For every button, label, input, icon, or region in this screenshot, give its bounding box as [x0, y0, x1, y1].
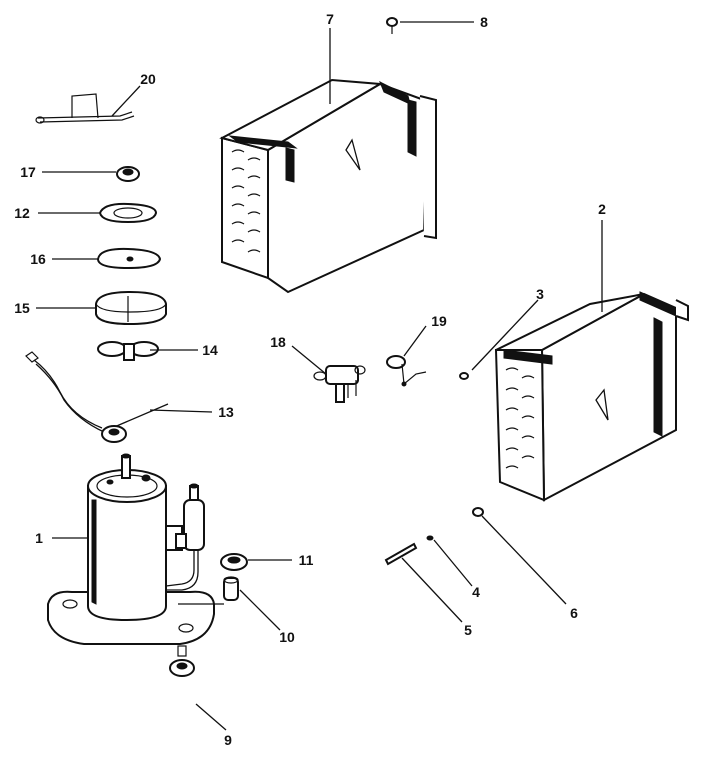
- callout-labels: 1 2 3 4 5 6 7 8 9 10 11 12 13 14 15 16 1…: [14, 11, 606, 748]
- leader-19: [403, 325, 427, 357]
- part-2-evaporator-coil: [494, 291, 689, 502]
- part-17-nut: [116, 166, 140, 182]
- leader-4: [433, 539, 473, 587]
- leader-9: [195, 703, 227, 731]
- part-15-insulation-blanket: [95, 290, 167, 326]
- part-1-compressor: [47, 453, 215, 645]
- part-6-screw: [472, 507, 484, 517]
- callout-18: 18: [270, 334, 286, 350]
- callout-9: 9: [224, 732, 232, 748]
- callout-3: 3: [536, 286, 544, 302]
- callout-20: 20: [140, 71, 156, 87]
- callout-5: 5: [464, 622, 472, 638]
- part-14-bracket: [97, 341, 159, 361]
- part-20-tube-clip: [35, 93, 135, 124]
- part-8-screw: [386, 17, 398, 34]
- part-13-overload-harness: [25, 351, 169, 443]
- callout-15: 15: [14, 300, 30, 316]
- callout-8: 8: [480, 14, 488, 30]
- part-16-cap: [96, 247, 162, 270]
- part-12-washer: [98, 202, 158, 224]
- callout-12: 12: [14, 205, 30, 221]
- callout-7: 7: [326, 11, 334, 27]
- callout-11: 11: [299, 552, 314, 568]
- leader-lines: [36, 21, 603, 731]
- callout-13: 13: [218, 404, 234, 420]
- part-19-thermistor: [386, 355, 427, 387]
- part-11-nut: [220, 553, 248, 571]
- leader-10: [239, 589, 281, 631]
- part-5-rod: [384, 542, 418, 566]
- part-4-pin: [426, 535, 434, 541]
- callout-19: 19: [431, 313, 447, 329]
- leader-3: [471, 299, 539, 371]
- callout-16: 16: [30, 251, 46, 267]
- part-10-sleeve: [223, 576, 239, 601]
- leader-20: [111, 85, 141, 117]
- leader-5: [401, 557, 463, 623]
- part-9-grommet: [169, 645, 195, 677]
- callout-10: 10: [279, 629, 295, 645]
- leader-18: [291, 345, 327, 375]
- callout-2: 2: [598, 201, 606, 217]
- callout-17: 17: [20, 164, 36, 180]
- part-3-screw: [459, 372, 469, 380]
- leader-6: [481, 515, 567, 605]
- callout-14: 14: [202, 342, 218, 358]
- callout-4: 4: [472, 584, 480, 600]
- leader-13: [149, 409, 213, 413]
- callout-1: 1: [35, 530, 43, 546]
- callout-6: 6: [570, 605, 578, 621]
- part-18-reversing-valve: [313, 365, 366, 403]
- part-7-condenser-coil: [219, 78, 437, 294]
